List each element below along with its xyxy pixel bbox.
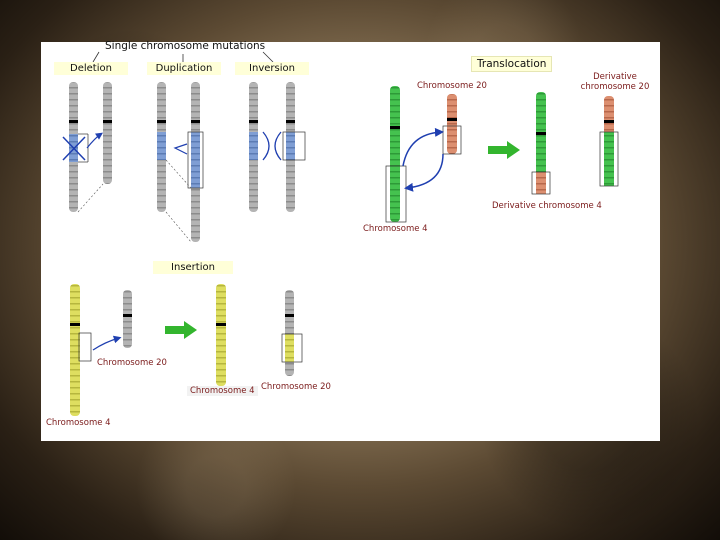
translocation-diagram — [385, 86, 619, 223]
label-chromosome-20-translocation: Chromosome 20 — [417, 81, 487, 91]
inversion-diagram — [249, 82, 306, 212]
insertion-diagram — [70, 284, 303, 416]
label-insertion: Insertion — [153, 261, 233, 274]
label-chromosome-4-translocation: Chromosome 4 — [363, 224, 428, 234]
label-chromosome-4-insertion: Chromosome 4 — [46, 418, 111, 428]
label-chromosome-4-result: Chromosome 4 — [187, 386, 258, 396]
diagram-title: Single chromosome mutations — [105, 40, 266, 52]
label-inversion: Inversion — [235, 62, 309, 75]
label-duplication: Duplication — [147, 62, 221, 75]
label-derivative-chromosome-4: Derivative chromosome 4 — [492, 201, 602, 211]
label-derivative-chromosome-20: Derivative chromosome 20 — [580, 72, 650, 92]
label-deletion: Deletion — [54, 62, 128, 75]
chromosome-diagram — [62, 51, 619, 416]
label-translocation: Translocation — [471, 56, 553, 72]
duplication-diagram — [157, 82, 204, 243]
diagram-panel: Single chromosome mutations Deletion Dup… — [41, 40, 660, 441]
label-chromosome-20-insertion: Chromosome 20 — [97, 358, 167, 368]
title-connectors — [92, 51, 274, 63]
label-chromosome-20-result: Chromosome 20 — [261, 382, 331, 392]
deletion-diagram — [62, 82, 112, 213]
